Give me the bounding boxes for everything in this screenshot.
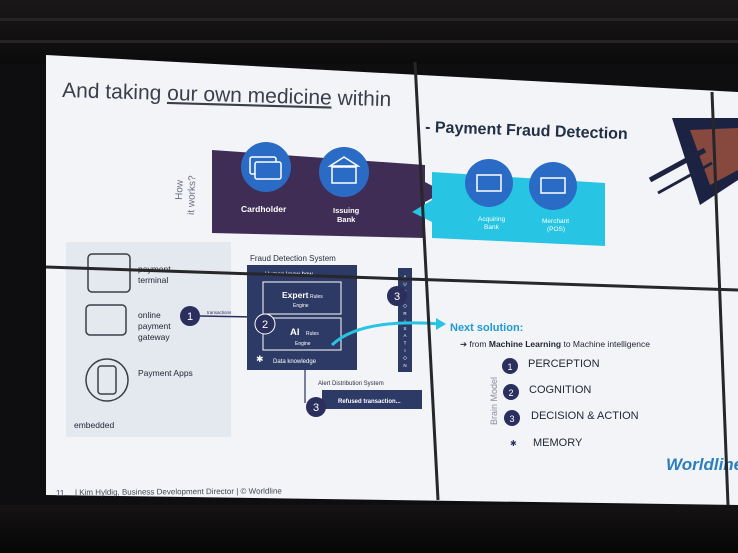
online-gateway-label: online <box>138 310 161 320</box>
fds-title: Fraud Detection System <box>250 254 336 263</box>
data-knowledge-label: Data knowledge <box>273 359 317 365</box>
curved-arrow <box>330 321 441 347</box>
svg-text:2: 2 <box>262 319 268 331</box>
alert-system-title: Alert Distribution System <box>318 381 384 387</box>
brain-item-decision: 3 DECISION & ACTION <box>504 410 639 426</box>
merchant-label: Merchant <box>542 218 569 225</box>
phone-icon <box>97 365 117 395</box>
badge-2-fds: 2 <box>254 313 276 335</box>
title-underlined: our own medicine <box>167 82 332 110</box>
badge-3-alert: 3 <box>306 397 326 417</box>
memory-icon: ✱ <box>510 439 517 448</box>
bank-icon <box>319 147 369 197</box>
svg-text:COGNITION: COGNITION <box>529 384 591 396</box>
ai-engine-box <box>262 317 342 351</box>
panel-seam-horizontal <box>45 265 738 292</box>
issuing-bank-label: Issuing <box>333 206 360 215</box>
cardholder-label: Cardholder <box>241 204 287 214</box>
svg-text:Rules: Rules <box>310 294 323 300</box>
panel-seam-right <box>710 91 730 506</box>
svg-text:3: 3 <box>394 291 400 303</box>
auth-letter: T <box>404 341 407 346</box>
svg-text:MEMORY: MEMORY <box>533 437 583 449</box>
next-solution-subtitle: ➔ from Machine Learning to Machine intel… <box>460 339 650 349</box>
brain-item-memory: ✱ MEMORY <box>510 437 583 449</box>
brain-item-cognition: 2 COGNITION <box>503 384 591 400</box>
svg-text:2: 2 <box>508 388 513 398</box>
auth-letter: I <box>404 318 405 323</box>
data-knowledge-icon: ✱ <box>256 354 264 364</box>
how-label-2: it works? <box>186 175 198 215</box>
svg-text:3: 3 <box>313 402 319 414</box>
svg-text:Engine: Engine <box>295 341 311 347</box>
auth-letter: O <box>403 355 407 360</box>
ceiling-beam <box>0 40 738 43</box>
svg-text:(POS): (POS) <box>547 226 565 233</box>
acquiring-bank-label: Acquiring <box>478 216 505 223</box>
svg-text:Bank: Bank <box>337 215 356 224</box>
acquiring-bank-icon <box>465 159 513 207</box>
svg-text:PERCEPTION: PERCEPTION <box>528 358 600 370</box>
brain-model-label: Brain Model <box>489 377 499 425</box>
how-label: How <box>174 179 186 200</box>
terminal-label: payment <box>138 264 171 274</box>
phone-circle <box>85 358 129 402</box>
payment-apps-label: Payment Apps <box>138 368 193 378</box>
auth-letter: N <box>403 363 406 368</box>
ceiling <box>0 0 738 64</box>
svg-text:3: 3 <box>509 414 514 424</box>
transactions-label: transactions <box>207 310 232 315</box>
svg-text:1: 1 <box>187 311 193 323</box>
auth-letter: A <box>403 274 406 279</box>
embedded-label: embedded <box>74 420 114 430</box>
ceiling-beam <box>0 18 738 21</box>
worldline-logo: Worldline <box>666 455 738 474</box>
svg-text:Bank: Bank <box>484 224 500 231</box>
brain-item-perception: 1 PERCEPTION <box>502 358 600 374</box>
auth-letter: R <box>403 311 407 316</box>
svg-text:Rules: Rules <box>306 331 319 337</box>
ai-label: AI <box>290 327 300 338</box>
auth-letter: A <box>403 333 406 338</box>
refused-transaction-label: Refused transaction... <box>338 399 401 405</box>
terminal-icon <box>87 253 131 293</box>
next-solution-heading: Next solution: <box>450 322 523 334</box>
floor-shadow <box>0 505 738 553</box>
auth-letter: S <box>403 326 406 331</box>
slide-title: And taking our own medicine within <box>62 79 392 111</box>
svg-text:payment: payment <box>138 321 171 331</box>
svg-text:gateway: gateway <box>138 332 170 342</box>
auth-letter: I <box>404 348 405 353</box>
svg-text:DECISION & ACTION: DECISION & ACTION <box>531 410 639 422</box>
expert-engine-box <box>262 281 342 315</box>
refused-transaction-box <box>322 390 422 409</box>
svg-text:1: 1 <box>507 362 512 372</box>
expert-label: Expert <box>282 290 309 300</box>
svg-text:terminal: terminal <box>138 275 168 285</box>
auth-letter: U <box>403 281 406 286</box>
auth-letter: O <box>403 304 407 309</box>
channels-panel <box>66 242 231 437</box>
svg-text:Engine: Engine <box>293 303 309 309</box>
badge-3-auth: 3 <box>387 286 407 306</box>
page-number: 11 <box>56 489 65 498</box>
footer-credit: | Kim Hyldig, Business Development Direc… <box>75 487 282 497</box>
laptop-icon <box>85 304 127 336</box>
merchant-icon <box>529 162 577 210</box>
badge-1-left: 1 <box>180 306 200 326</box>
